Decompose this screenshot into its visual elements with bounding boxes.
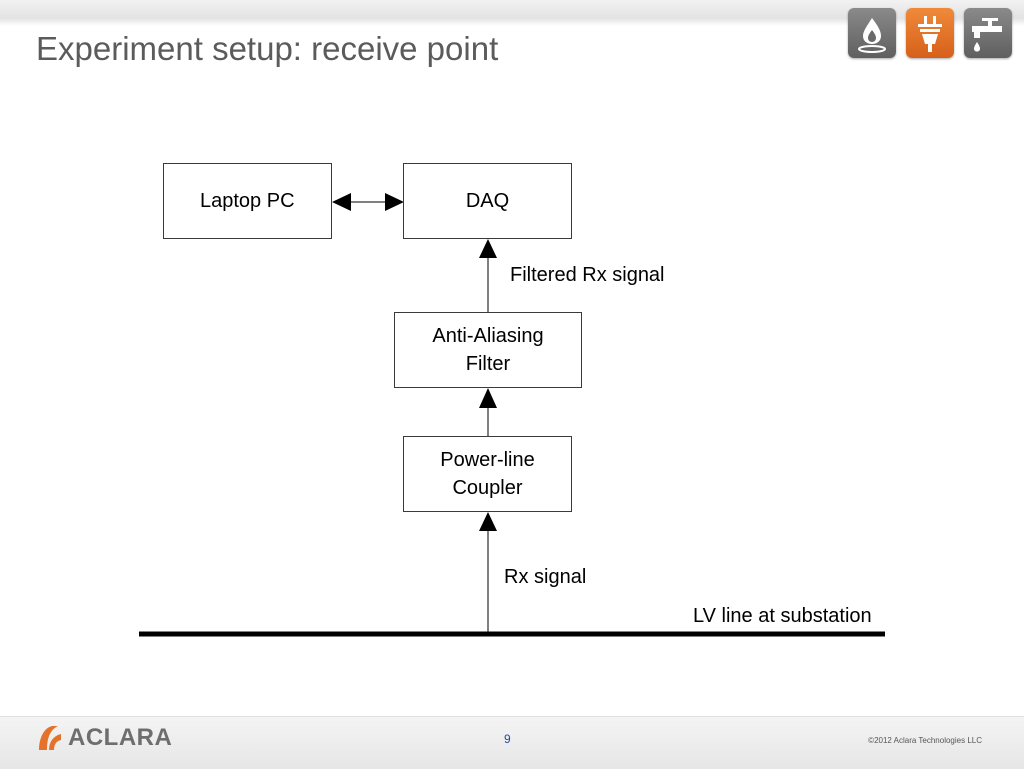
anti-aliasing-filter-box: Anti-Aliasing Filter [394,312,582,388]
laptop-pc-box: Laptop PC [163,163,332,239]
arrowhead-up-icon [479,239,497,258]
filter-label-line2: Filter [465,353,511,375]
filter-label-line1: Anti-Aliasing [432,325,544,347]
electric-plug-icon [918,16,942,52]
page-number: 9 [504,732,511,746]
aclara-logo-text: ACLARA [68,724,173,751]
arrowhead-left-icon [332,193,351,211]
filtered-rx-signal-label: Filtered Rx signal [510,264,665,286]
rx-signal-label: Rx signal [504,566,587,588]
water-tile [964,8,1012,58]
aclara-logo: ACLARA [36,724,172,752]
gas-flame-icon [858,18,886,53]
electric-tile [906,8,954,58]
daq-box: DAQ [403,163,572,239]
arrowhead-up-icon [479,512,497,531]
coupler-label-line2: Coupler [452,477,523,499]
copyright-text: ©2012 Aclara Technologies LLC [868,736,982,745]
footer-band [0,716,1024,769]
arrowhead-up-icon [479,388,497,408]
arrowhead-right-icon [385,193,404,211]
slide-title: Experiment setup: receive point [36,30,499,67]
gas-tile [848,8,896,58]
daq-label: DAQ [465,190,510,212]
lv-line-label: LV line at substation [693,605,872,627]
water-faucet-icon [972,18,1002,52]
coupler-label-line1: Power-line [440,449,535,471]
aclara-logo-icon [39,726,61,750]
laptop-pc-label: Laptop PC [200,190,295,212]
power-line-coupler-box: Power-line Coupler [403,436,572,512]
